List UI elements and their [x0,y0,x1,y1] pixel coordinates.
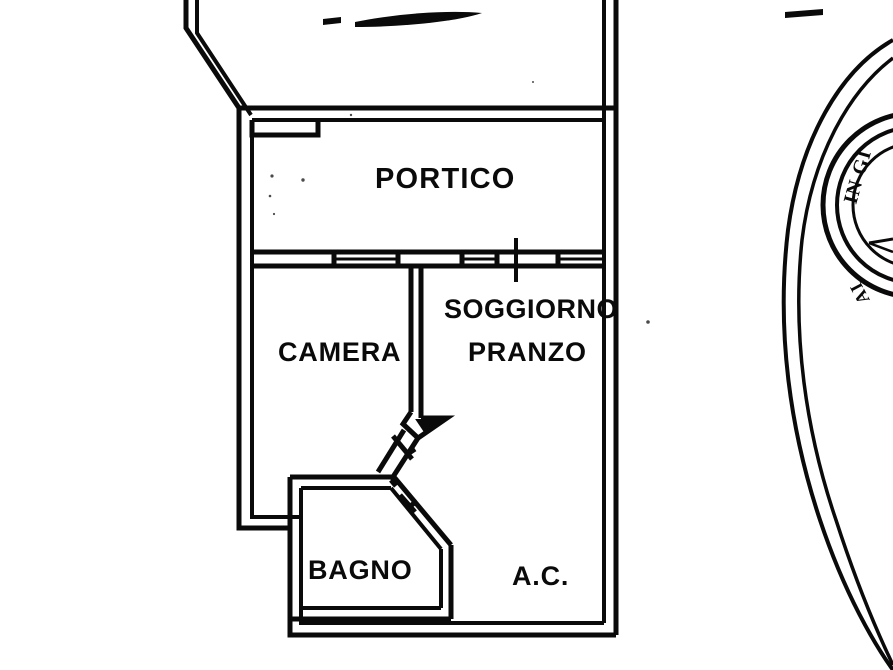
wall-lines [183,0,619,638]
room-label-soggiorno: SOGGIORNO [444,294,619,324]
room-label-pranzo: PRANZO [468,337,587,367]
door-head-marker [415,419,444,434]
portico-divider-wall [252,249,604,269]
room-label-bagno: BAGNO [308,555,413,585]
pen-dash-small [323,17,341,25]
portico-nib-wall [249,120,321,138]
official-stamp [781,38,893,670]
room-label-portico: PORTICO [375,163,516,195]
room-label-camera: CAMERA [278,337,402,367]
bagno-diagonal-wall [375,428,421,488]
bagno-walls [287,474,454,622]
outer-wall-inner-face [195,0,606,625]
pen-stroke-main [355,11,482,27]
room-label-ac: A.C. [512,561,570,591]
door-swing-ticks-lower [398,493,419,514]
pen-dash-top-right [785,9,823,18]
scan-speckles [268,81,650,324]
pen-annotations [323,9,823,27]
door-swing-ticks-upper [391,434,417,461]
